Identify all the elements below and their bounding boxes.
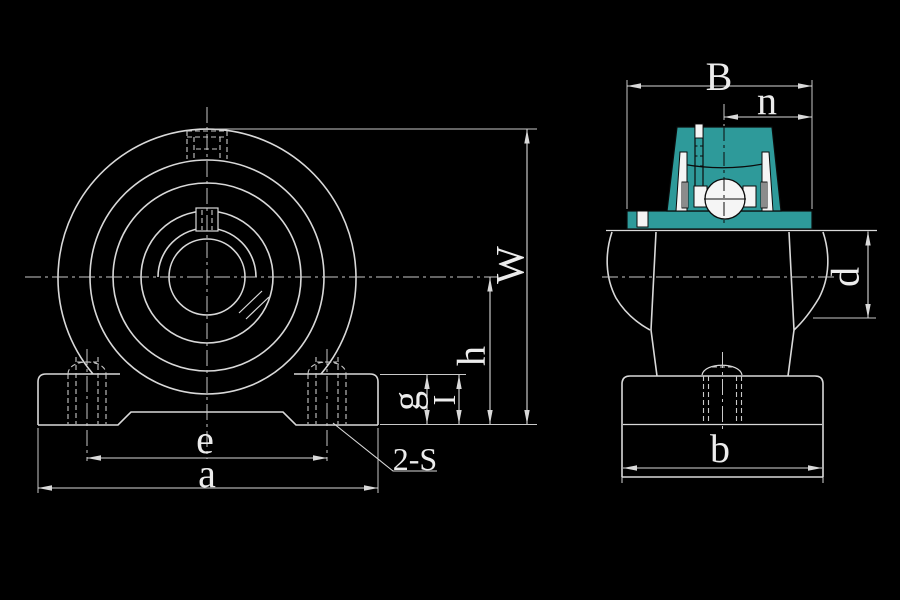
side-casting [602, 104, 877, 483]
set-screw-channel [694, 123, 704, 186]
seal-right [760, 181, 768, 209]
knurl-ticks [238, 290, 270, 320]
front-extension-lines [37, 128, 537, 493]
dim-label-h: h [449, 346, 494, 366]
dim-label-w: W [488, 246, 533, 284]
spherical-seat-line [681, 162, 769, 169]
seal-left [681, 181, 689, 209]
leader-2s [332, 422, 437, 472]
side-view: B n d b [602, 54, 877, 483]
dim-label-e: e [196, 417, 214, 462]
dim-label-i: I [426, 395, 462, 406]
base-notch [636, 210, 649, 228]
dim-label-b: b [710, 426, 730, 471]
dim-label-B: B [706, 54, 733, 99]
bolt-hole-left [67, 349, 107, 461]
side-extension-lines [626, 80, 876, 319]
dim-label-2s: 2-S [393, 441, 437, 477]
dim-label-a: a [198, 451, 216, 496]
bearing-section [626, 123, 813, 230]
dim-label-g: g [384, 391, 429, 411]
side-bolt-hole [701, 352, 743, 433]
dim-label-n: n [757, 78, 777, 123]
side-dimensions [623, 83, 871, 471]
bolt-hole-right [307, 349, 347, 461]
dim-label-d: d [823, 267, 868, 287]
front-view: e a 2-S g I h W [25, 107, 537, 496]
front-dimensions [38, 129, 530, 491]
